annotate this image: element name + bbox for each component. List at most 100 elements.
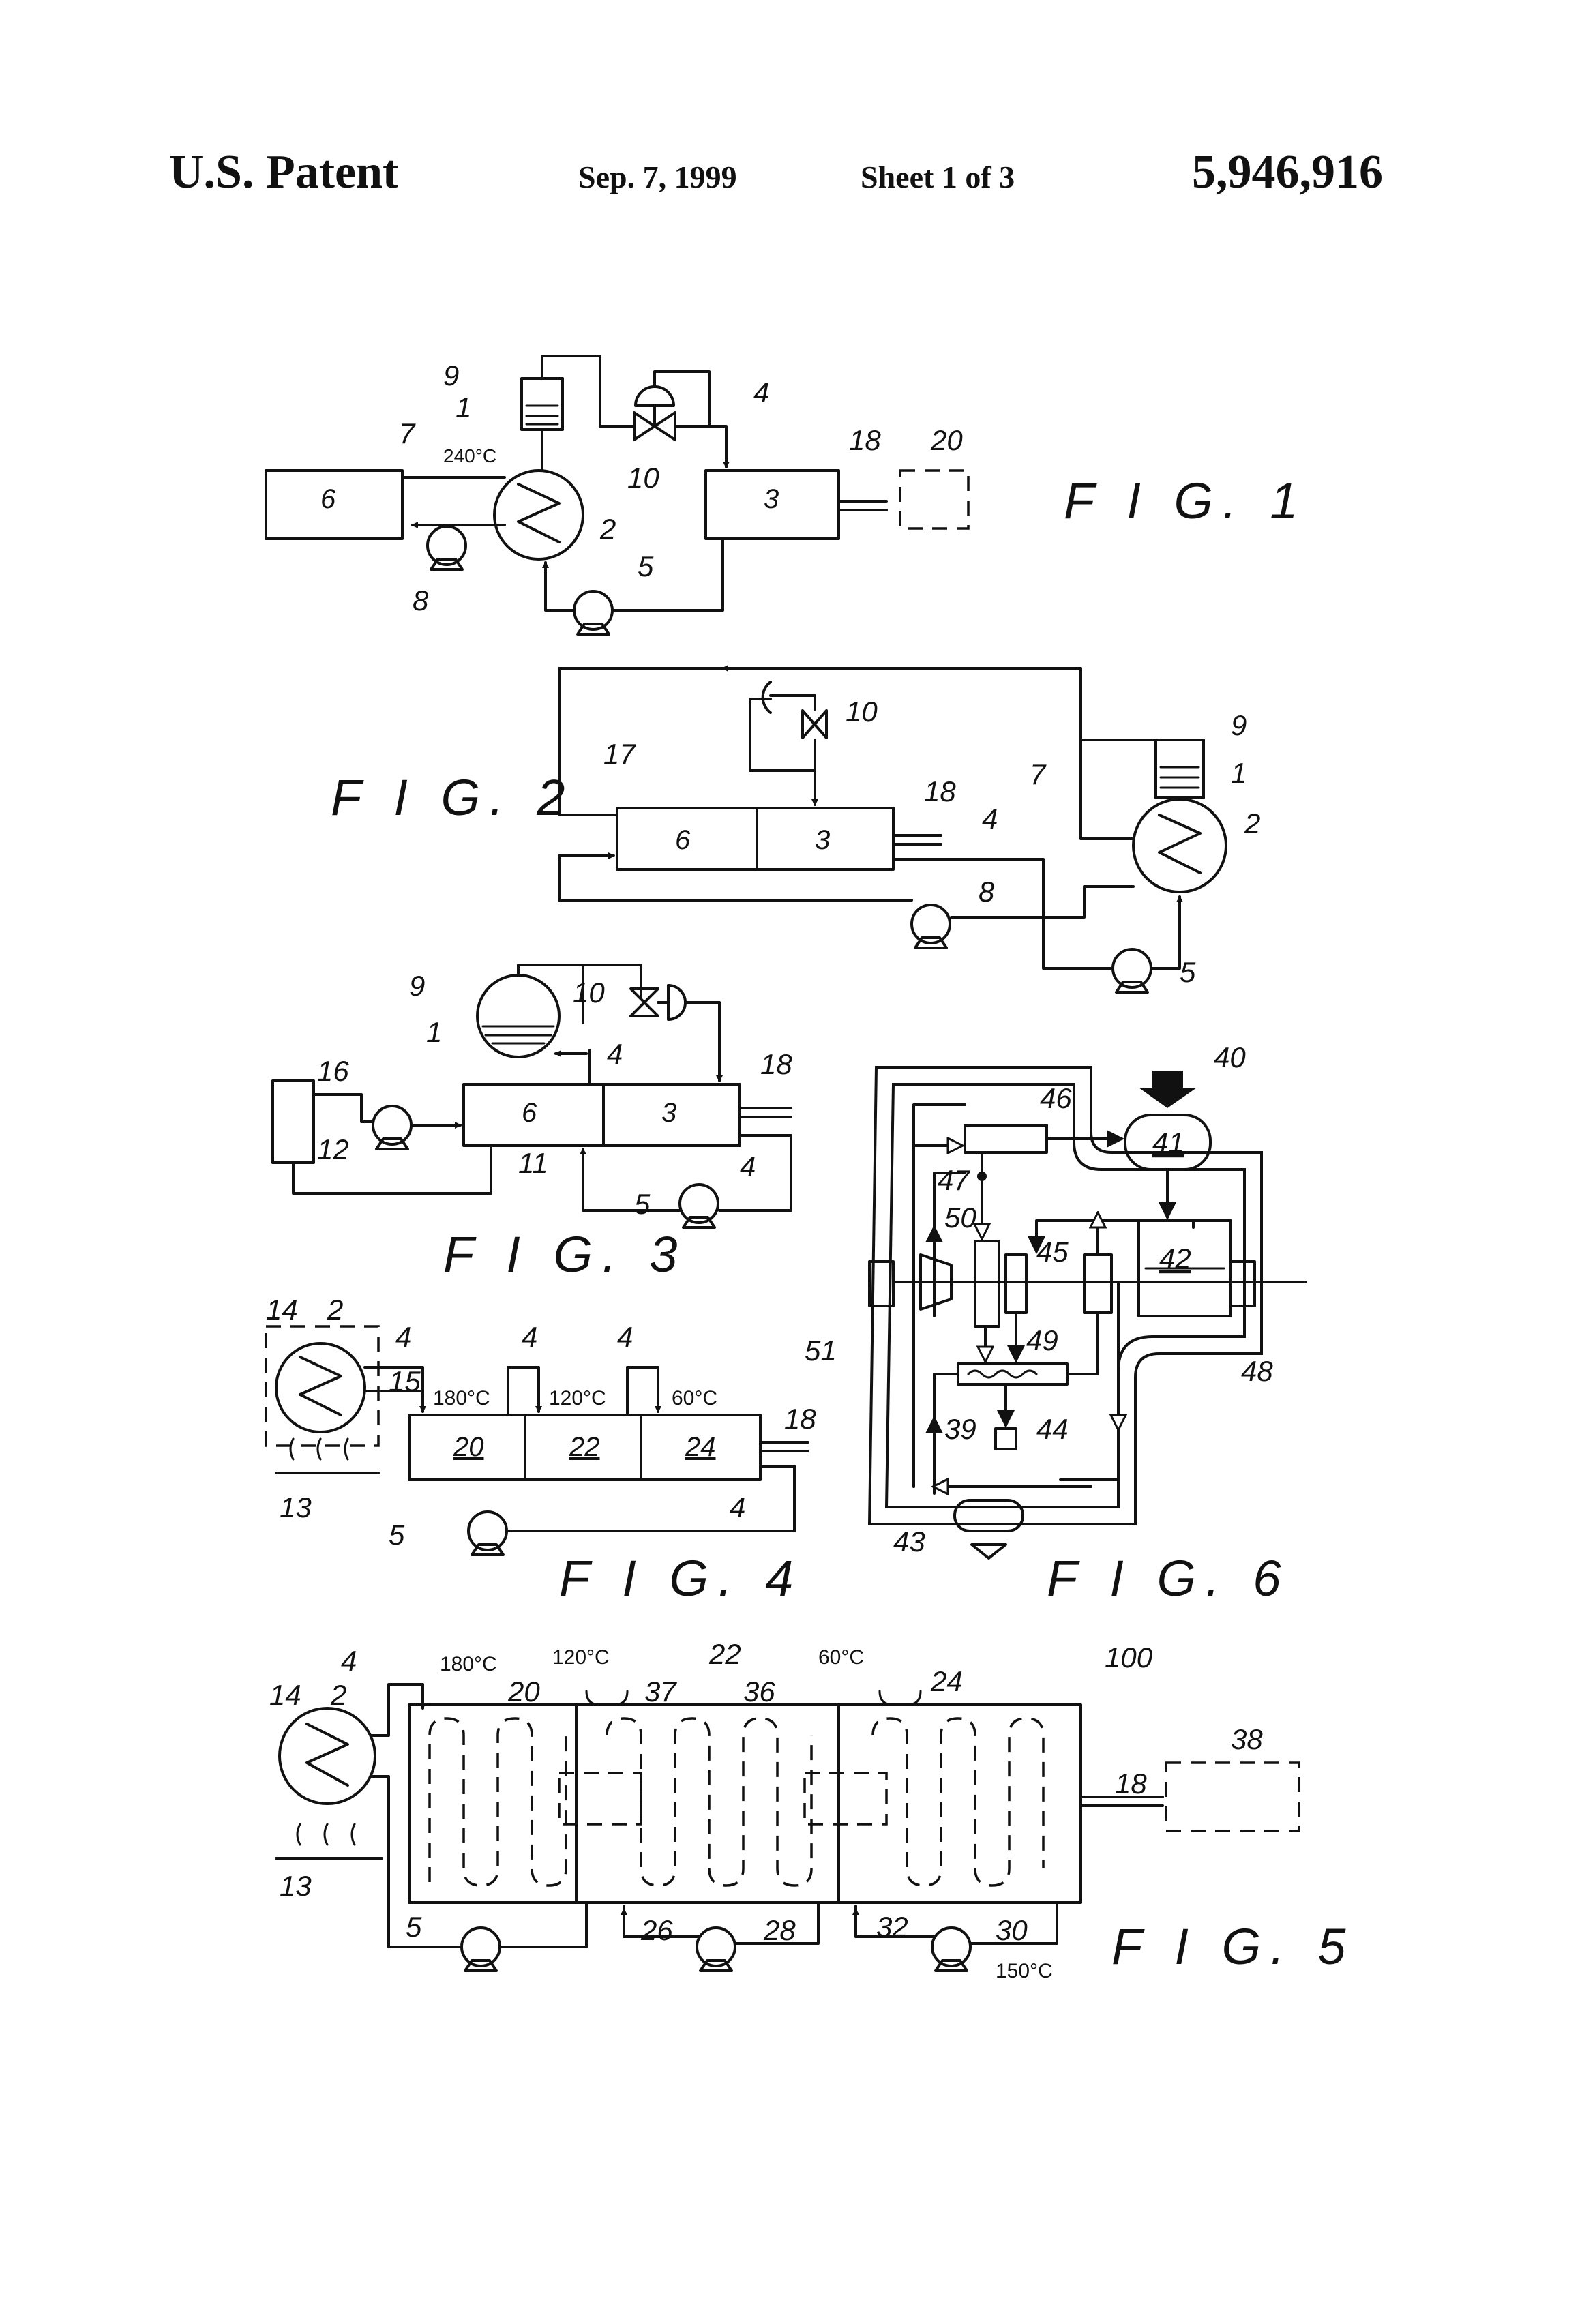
fig6-unit-46: [965, 1125, 1047, 1152]
fig4-feed-120: [508, 1367, 539, 1412]
fig6-title: F I G. 6: [1047, 1550, 1290, 1607]
fig2-ref-18: 18: [924, 775, 956, 807]
fig1-ref-3: 3: [764, 484, 779, 514]
fig2-valve-10: [803, 711, 826, 738]
fig6-ref-39: 39: [944, 1413, 976, 1445]
fig3-title: F I G. 3: [443, 1226, 687, 1283]
fig1-tank-9: [522, 378, 563, 430]
fig5-temp-180: 180°C: [440, 1653, 497, 1675]
fig5-heat-exchanger-coil: [307, 1724, 348, 1785]
fig6-housing-outer: [869, 1067, 1262, 1524]
fig2-ref-6: 6: [675, 825, 691, 855]
fig6-45-to-44: [1067, 1313, 1098, 1374]
fig4-ref-22: 22: [569, 1432, 600, 1462]
fig5-ref-13: 13: [280, 1870, 312, 1902]
fig5-ref-24: 24: [930, 1665, 963, 1697]
fig1-ref-2: 2: [599, 513, 616, 545]
fig6-unit-44: [958, 1364, 1067, 1384]
fig4-temp-120: 120°C: [549, 1387, 606, 1410]
fig4-feed-60: [627, 1367, 658, 1412]
fig1-actuator-line: [655, 372, 709, 426]
fig4-flame-icon: [290, 1439, 348, 1459]
fig6-ref-43: 43: [893, 1525, 925, 1558]
fig1-ref-4: 4: [753, 376, 769, 408]
fig2-top-loop: [559, 668, 1132, 839]
fig1-ref-18: 18: [849, 424, 881, 456]
fig5-vessel-100: [409, 1705, 1081, 1903]
fig6-input-arrow-40: [1139, 1071, 1197, 1108]
fig3-shaft-18: [740, 1108, 791, 1117]
fig6-unit-50: [975, 1241, 999, 1326]
fig4-ref-13: 13: [280, 1491, 312, 1523]
fig5-ref-36: 36: [743, 1675, 775, 1708]
fig2-ref-10: 10: [846, 696, 878, 728]
fig6-ref-42: 42: [1159, 1242, 1191, 1275]
fig3-ref-4: 4: [740, 1150, 756, 1182]
fig4-ref-24: 24: [685, 1432, 716, 1462]
fig2-ref-7: 7: [1030, 758, 1047, 790]
fig4-temp-60: 60°C: [672, 1387, 717, 1410]
fig6-tank-43: [955, 1500, 1023, 1531]
fig2-heat-exchanger: [1133, 799, 1226, 892]
fig6-ref-41: 41: [1152, 1127, 1184, 1159]
fig4-ref-15: 15: [389, 1365, 421, 1397]
fig4-ref-5: 5: [389, 1519, 405, 1551]
fig5-chamber-24-coil: [873, 1718, 1043, 1886]
fig1-loop-5: [614, 539, 723, 610]
fig4-ref-4b: 4: [522, 1321, 537, 1353]
fig3-ref-16: 16: [317, 1055, 349, 1087]
fig3-drum-liquid: [483, 1026, 554, 1043]
fig6-unit-44-wave: [968, 1371, 1036, 1377]
fig6-unit-45: [1084, 1255, 1111, 1313]
fig5-vessel-partitions: [576, 1705, 839, 1903]
fig6-unit-49: [1006, 1255, 1026, 1313]
fig3-ref-5: 5: [634, 1188, 651, 1220]
fig6-right-port-48: [1231, 1262, 1255, 1306]
fig5-temp-120: 120°C: [552, 1646, 610, 1669]
fig6-ref-44: 44: [1036, 1413, 1069, 1445]
fig5-temp-150: 150°C: [996, 1960, 1053, 1982]
fig2-ref-17: 17: [603, 738, 636, 770]
fig1-heat-exchanger-coil: [518, 484, 559, 542]
fig3-ref-4-top: 4: [607, 1038, 623, 1070]
fig2-valve-stem: [771, 696, 815, 709]
fig4-title: F I G. 4: [559, 1550, 803, 1607]
fig2-tank-9: [1156, 740, 1204, 798]
fig3-loop-16: [314, 1094, 372, 1122]
fig4-ref-14: 14: [266, 1294, 298, 1326]
fig1-temp: 240°C: [443, 445, 496, 466]
fig3-ref-1: 1: [426, 1016, 442, 1048]
fig4-ref-18: 18: [784, 1403, 816, 1435]
fig3-ref-9: 9: [409, 970, 425, 1002]
fig3-pump-5-return: [583, 1149, 680, 1210]
fig1-ref-7: 7: [399, 417, 416, 449]
fig2-valve-actuator: [763, 682, 771, 713]
fig3-ref-11: 11: [518, 1147, 548, 1179]
fig1-ref-1: 1: [456, 391, 471, 423]
fig6-ref-49: 49: [1026, 1324, 1058, 1356]
fig1-ref-5: 5: [638, 550, 654, 582]
fig2-tank-liquid: [1161, 767, 1199, 788]
fig5-ref-38: 38: [1231, 1723, 1263, 1755]
fig2-tank-feed: [1081, 668, 1180, 740]
fig3-ref-18: 18: [760, 1048, 792, 1080]
fig5-ref-37: 37: [644, 1675, 677, 1708]
fig5-title: F I G. 5: [1111, 1918, 1355, 1975]
fig5-pump-5-out: [500, 1903, 586, 1947]
fig2-pump-5-return: [1151, 897, 1180, 968]
fig4-temp-180: 180°C: [433, 1387, 490, 1410]
fig5-temp-60: 60°C: [818, 1646, 864, 1669]
fig3-ref-12: 12: [317, 1133, 349, 1165]
fig5-heat-exchanger: [280, 1708, 375, 1804]
figure-2: 10 9 1 17 6 3 18 4 7 2 8 5 F I G. 2: [331, 668, 1260, 992]
fig6-output-arrow: [972, 1545, 1006, 1558]
fig6-unit-39: [996, 1429, 1016, 1449]
fig2-ref-5: 5: [1180, 956, 1196, 988]
fig1-tank-liquid: [526, 406, 558, 424]
fig4-return-4: [508, 1466, 794, 1531]
fig1-ref-20: 20: [930, 424, 963, 456]
fig6-ref-40: 40: [1214, 1041, 1246, 1073]
fig1-ref-9: 9: [443, 359, 459, 391]
fig6-ref-46: 46: [1040, 1082, 1072, 1114]
